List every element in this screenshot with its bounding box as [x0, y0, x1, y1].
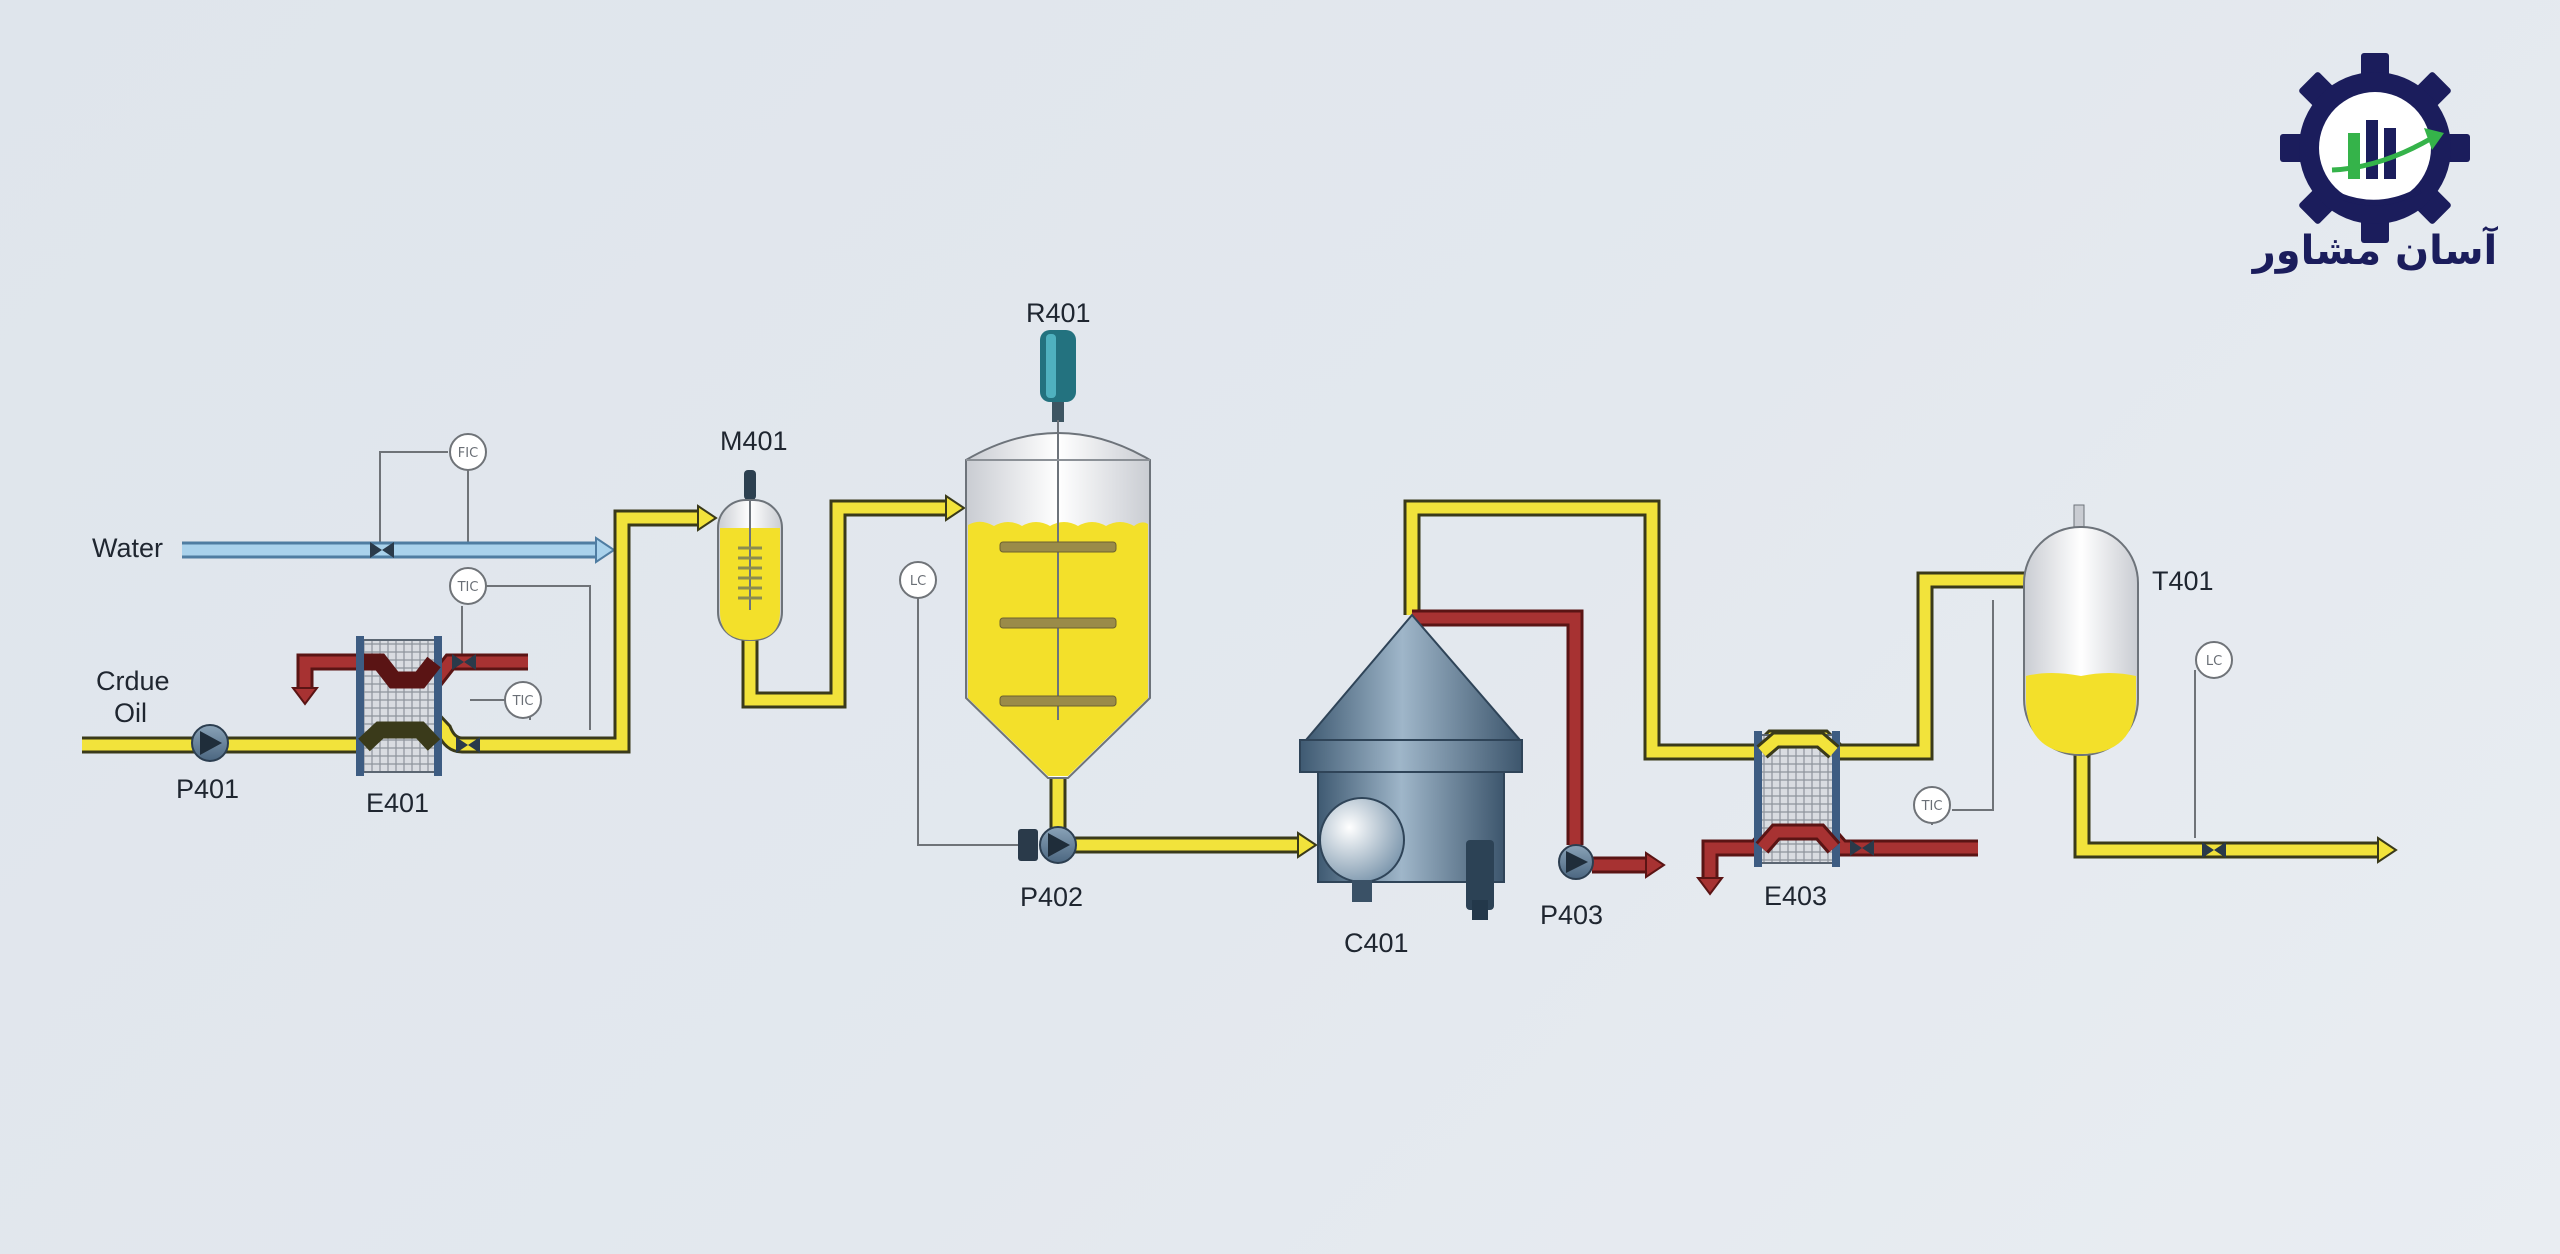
pump-p403: [1558, 844, 1594, 880]
instrument-tic-1: TIC: [449, 567, 487, 605]
instrument-lc-1-label: LC: [910, 574, 926, 589]
label-crude-oil-line2: Oil: [114, 698, 147, 728]
reactor-r401: [965, 330, 1151, 779]
instrument-lc-2: LC: [2195, 641, 2233, 679]
valve-heating-e403: [1850, 840, 1874, 856]
instrument-tic-3: TIC: [1913, 786, 1951, 824]
label-e401: E401: [366, 788, 429, 818]
label-c401: C401: [1344, 928, 1409, 958]
instrument-fic-label: FIC: [458, 446, 478, 461]
mixer-to-reactor-stream: [741, 494, 966, 709]
centrifuge-c401: [1299, 613, 1523, 920]
label-t401: T401: [2152, 566, 2214, 596]
brand-logo: آسان مشاور: [2251, 53, 2499, 274]
control-valves: [370, 542, 2226, 858]
label-m401: M401: [720, 426, 788, 456]
label-r401: R401: [1026, 298, 1091, 328]
storage-outlet-stream: [2073, 755, 2398, 864]
instrument-lc-1: LC: [899, 561, 937, 599]
growth-chart-icon: [2331, 120, 2444, 206]
valve-crude: [456, 737, 480, 753]
instrument-tic-3-label: TIC: [1921, 799, 1943, 814]
labels: Water Crdue Oil P401 E401 M401 R401 P402…: [92, 298, 2214, 958]
instrument-tic-2-label: TIC: [512, 694, 534, 709]
instrument-lc-2-label: LC: [2206, 654, 2222, 669]
label-p401: P401: [176, 774, 239, 804]
valve-water: [370, 542, 394, 558]
valve-storage-outlet: [2202, 842, 2226, 858]
mixer-m401: [717, 470, 783, 641]
pump-p402: [1018, 826, 1077, 864]
storage-tank-t401: [2023, 504, 2139, 756]
reactor-to-centrifuge-stream: [1049, 778, 1318, 859]
brand-name: آسان مشاور: [2251, 225, 2499, 274]
label-e403: E403: [1764, 881, 1827, 911]
label-crude-oil-line1: Crdue: [96, 666, 170, 696]
heat-exchanger-e403: [1754, 731, 1841, 867]
instrument-tic-1-label: TIC: [457, 580, 479, 595]
heat-exchanger-e401: [356, 636, 442, 776]
label-p403: P403: [1540, 900, 1603, 930]
label-water: Water: [92, 533, 163, 563]
centrifuge-to-storage-stream: [1403, 499, 2089, 761]
water-stream: [182, 536, 616, 564]
instrument-fic: FIC: [449, 433, 487, 471]
label-p402: P402: [1020, 882, 1083, 912]
instrument-tic-2: TIC: [504, 681, 542, 719]
pump-p401: [191, 724, 229, 762]
valve-heating-e401: [452, 654, 476, 670]
heavy-phase-stream: [1412, 609, 1666, 879]
